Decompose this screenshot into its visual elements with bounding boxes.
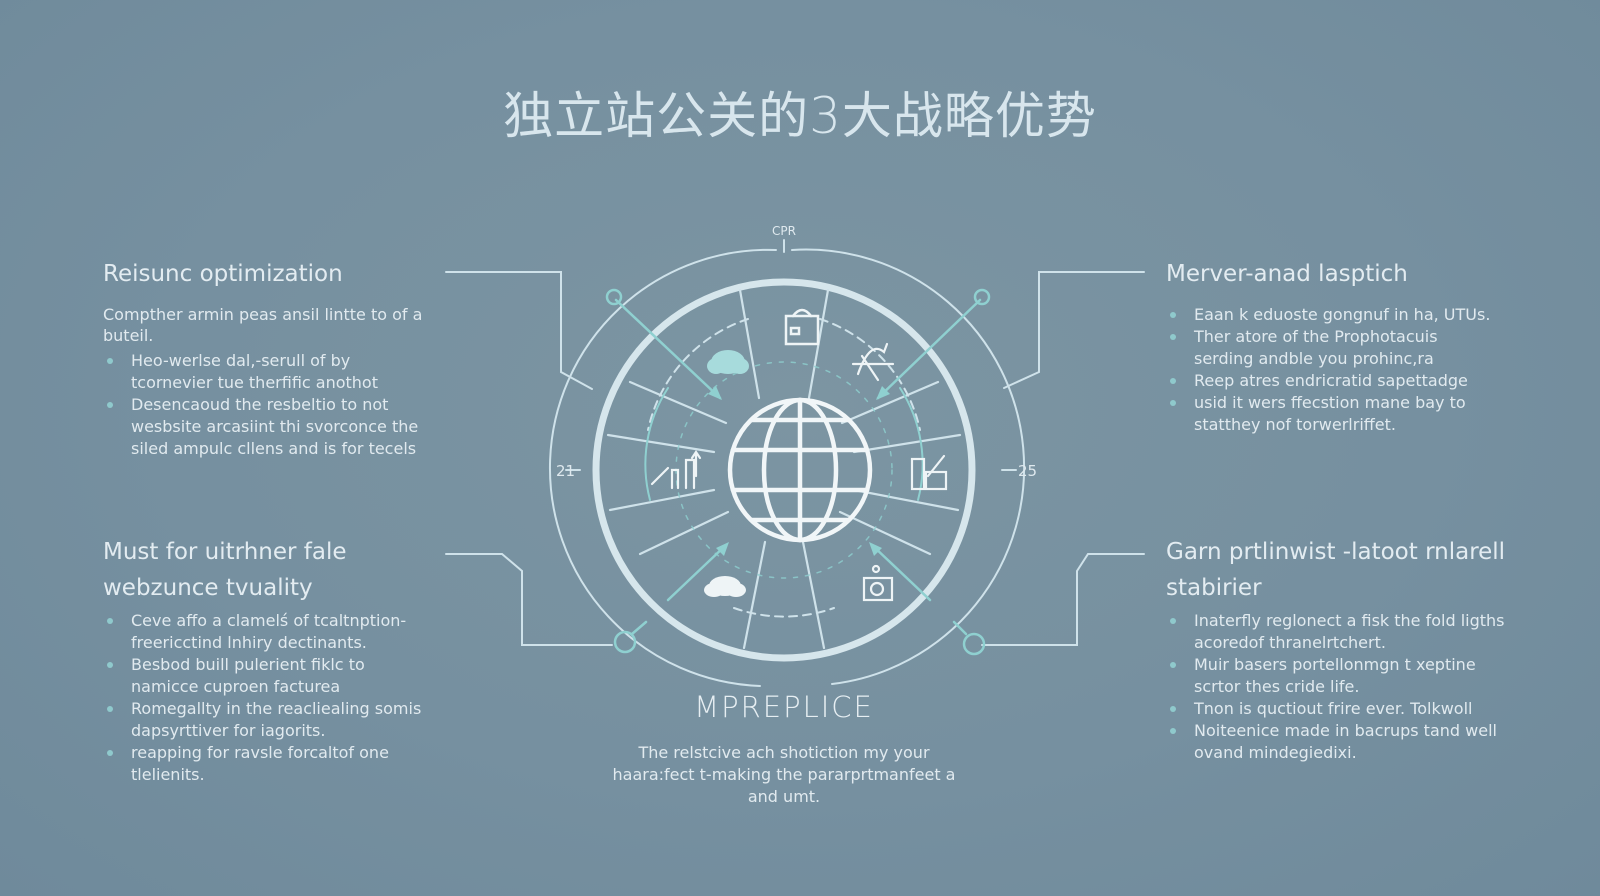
- block-bottom-left: Must for uitrhner fale webzunce tvuality…: [103, 534, 433, 786]
- block-top-left: Reisunc optimization Compther armin peas…: [103, 256, 423, 460]
- outer-ring: [548, 248, 777, 687]
- block-heading: Must for uitrhner fale webzunce tvuality: [103, 539, 347, 601]
- diagram-right-tick: 25: [1018, 462, 1038, 480]
- list-item: reapping for ravsle forcaltof one tlelie…: [103, 742, 433, 786]
- bullet-list: Eaan k eduoste gongnuf in ha, UTUs. Ther…: [1166, 304, 1496, 436]
- building-chart-icon: [910, 454, 948, 491]
- list-item: Muir basers portellonmgn t xeptine scrto…: [1166, 654, 1506, 698]
- list-item: Noiteenice made in bacrups tand well ova…: [1166, 720, 1506, 764]
- diagram-left-tick: 21: [556, 462, 576, 480]
- list-item: usid it wers ffecstion mane bay to statt…: [1166, 392, 1496, 436]
- cloud-icon-bottom: [704, 576, 746, 597]
- bullet-list: Ceve affo a clamelś of tcaltnption-freer…: [103, 610, 433, 786]
- diagram-top-label: CPR: [772, 224, 796, 238]
- bullet-list: Heo-werlse dal,-serull of by tcornevier …: [103, 350, 423, 460]
- list-item: Besbod buill pulerient fiklc to namicce …: [103, 654, 433, 698]
- list-item: Romegallty in the reacliealing somis dap…: [103, 698, 433, 742]
- connector-top-right: [1003, 271, 1145, 389]
- block-heading: Reisunc optimization: [103, 261, 343, 287]
- bar-chart-up-icon: [650, 450, 702, 490]
- list-item: Inaterfly reglonect a fisk the fold ligt…: [1166, 610, 1506, 654]
- list-item: Eaan k eduoste gongnuf in ha, UTUs.: [1166, 304, 1496, 326]
- spokes: [606, 288, 962, 650]
- list-item: Ther atore of the Prophotacuis serding a…: [1166, 326, 1496, 370]
- inner-ring: [592, 278, 976, 662]
- center-description: The relstcive ach shotiction my your haa…: [612, 743, 956, 806]
- connector-bottom-left: [445, 553, 613, 646]
- block-bottom-right: Garn prtlinwist -latoot rnlarell stabiri…: [1166, 534, 1506, 764]
- block-top-right: Merver-anad lasptich Eaan k eduoste gong…: [1166, 256, 1496, 436]
- graph-curve-icon: [851, 342, 895, 382]
- bulb-icons: [605, 288, 991, 656]
- list-item: Reep atres endricratid sapettadge: [1166, 370, 1496, 392]
- page-title: 独立站公关的3大战略优势: [503, 87, 1097, 145]
- center-label: MPREPLICE: [694, 690, 874, 724]
- arrows: [614, 298, 982, 602]
- connector-top-left: [445, 271, 593, 390]
- cloud-icon: [707, 350, 749, 374]
- photo-frame-icon: [862, 564, 894, 602]
- list-item: Ceve affo a clamelś of tcaltnption-freer…: [103, 610, 433, 654]
- block-heading: Garn prtlinwist -latoot rnlarell stabiri…: [1166, 539, 1506, 601]
- connector-bottom-right: [981, 553, 1145, 646]
- list-item: Tnon is quctiout frire ever. Tolkwoll: [1166, 698, 1506, 720]
- block-heading: Merver-anad lasptich: [1166, 261, 1408, 287]
- list-item: Desencaoud the resbeltio to not wesbsite…: [103, 394, 423, 460]
- globe-icon: [727, 397, 873, 543]
- clipboard-icon: [784, 308, 820, 346]
- block-lead: Compther armin peas ansil lintte to of a…: [103, 305, 423, 345]
- bullet-list: Inaterfly reglonect a fisk the fold ligt…: [1166, 610, 1506, 764]
- list-item: Heo-werlse dal,-serull of by tcornevier …: [103, 350, 423, 394]
